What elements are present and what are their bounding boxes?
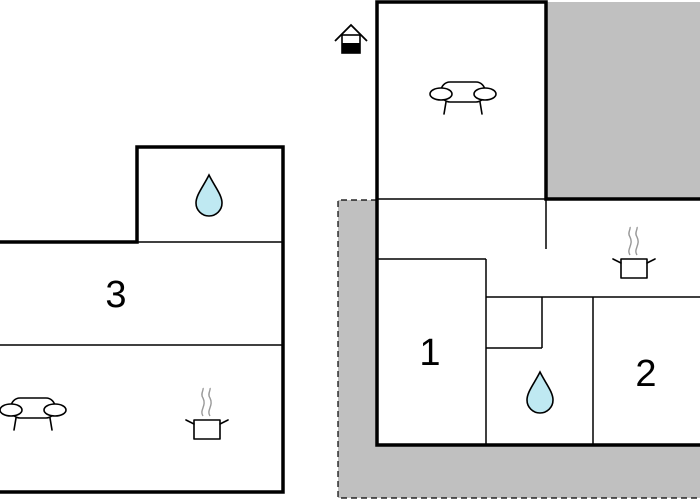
sofa-icon [429,81,497,115]
entrance-house-icon [334,23,368,54]
left-building-outer-wall [0,145,285,494]
room-label-1: 1 [419,332,440,374]
water-drop-icon [195,173,223,217]
left-building: 3 [0,145,285,494]
cooking-pot-icon [612,226,656,279]
water-drop-icon [526,370,554,414]
outdoor-area-terrace [338,200,700,498]
outdoor-area-top-right [546,2,700,199]
sofa-icon [0,397,67,431]
cooking-pot-icon [185,387,229,440]
room-label-3: 3 [105,274,126,316]
room-label-2: 2 [635,353,656,395]
right-building: 1 2 [334,0,700,499]
right-building-outer-wall-upper [375,0,700,201]
